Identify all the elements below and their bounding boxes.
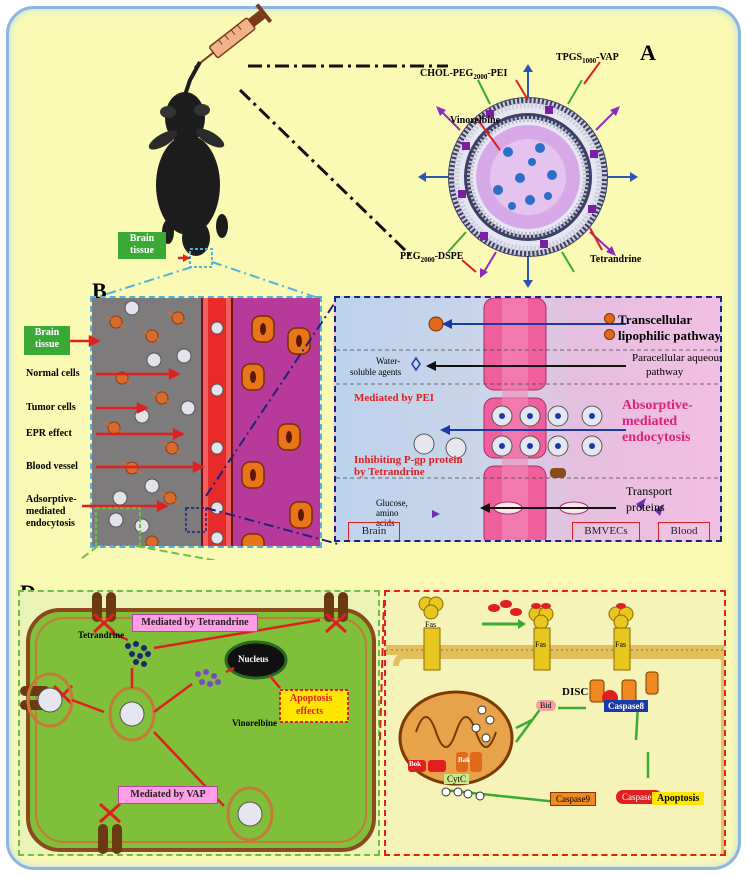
absorptive-label-2: mediated <box>622 414 678 429</box>
panel-e-illustration <box>386 596 724 854</box>
transcellular-text: Transcellular <box>618 312 693 327</box>
water-soluble-label-2: soluble agents <box>350 367 402 377</box>
blood-box: Blood <box>658 522 710 540</box>
fas-label-3: Fas <box>615 640 627 649</box>
tpgs-end: -VAP <box>596 52 619 63</box>
adsorptive-label-3: endocytosis <box>26 518 75 529</box>
tpgs-vap-label: TPGS1000-VAP <box>556 52 619 65</box>
adsorptive-label-1: Adsorptive- <box>26 494 77 505</box>
mediated-tetrandrine-box: Mediated by Tetrandrine <box>132 614 258 632</box>
panel-d-illustration <box>20 592 376 854</box>
chol-part: CHOL-PEG <box>420 68 474 79</box>
lipophilic-dot <box>604 329 615 340</box>
syringe-icon <box>193 3 273 69</box>
inhibiting-label-1: Inhibiting P-gp protein <box>354 454 463 466</box>
fas-label-1: Fas <box>425 620 437 629</box>
transcellular-label: Transcellular <box>604 312 692 328</box>
tpgs-part: TPGS <box>556 52 583 63</box>
peg-part: PEG <box>400 251 421 262</box>
glucose-label-2: amino <box>376 508 399 518</box>
inhibiting-label-2: by Tetrandrine <box>354 466 425 478</box>
apoptosis-e-label: Apoptosis <box>652 792 705 805</box>
tpgs-sub: 1000 <box>582 57 597 65</box>
tumor-cells-label: Tumor cells <box>26 402 76 413</box>
tetrandrine-d-label: Tetrandrine <box>78 630 125 640</box>
mouse-icon <box>148 61 228 256</box>
peg-dspe-label: PEG2000-DSPE <box>400 251 463 264</box>
chol-peg-pei-label: CHOL-PEG2000-PEI <box>420 68 507 81</box>
panel-c: Transcellular lipophilic pathway Water- … <box>334 296 722 542</box>
panel-e: Fas Fas Fas DISC Bid Caspase8 Bok Bak Cy… <box>384 590 726 856</box>
apoptosis-d-label-1: Apoptosis <box>290 693 333 704</box>
lipophilic-label: lipophilic pathway <box>604 328 721 344</box>
brain-box: Brain <box>348 522 400 540</box>
fas-label-2: Fas <box>535 640 547 649</box>
vinorelbine-label: Vinorelbine <box>450 115 501 126</box>
brain-tissue-box-b: Brain tissue <box>24 326 70 355</box>
bmvecs-box: BMVECs <box>572 522 640 540</box>
mediated-pei-label: Mediated by PEI <box>354 392 435 404</box>
disc-label: DISC <box>562 686 589 698</box>
absorptive-label-1: Absorptive- <box>622 398 693 413</box>
transport-label-2: proteins <box>626 500 665 514</box>
tetrandrine-label: Tetrandrine <box>590 254 642 265</box>
bok-label: Bok <box>409 760 422 768</box>
transport-label-1: Transport <box>626 484 673 498</box>
top-illustration <box>93 3 638 299</box>
bak-label: Bak <box>458 756 471 764</box>
water-soluble-label-1: Water- <box>376 356 401 366</box>
caspase3-label: Caspase3 <box>616 790 662 804</box>
brain-tissue-box-top: Brain tissue <box>118 232 166 259</box>
paracellular-pathway-label: pathway <box>646 366 684 378</box>
epr-effect-label: EPR effect <box>26 428 72 439</box>
vinorelbine-d-label: Vinorelbine <box>232 718 278 728</box>
panel-d: Mediated by Tetrandrine Tetrandrine Nucl… <box>18 590 380 856</box>
cytc-label: CytC <box>444 774 470 784</box>
paracellular-label: Paracellular aqueous <box>632 352 722 364</box>
glucose-label-1: Glucose, <box>376 498 408 508</box>
apoptosis-d-label-2: effects <box>296 706 324 717</box>
panel-label-a: A <box>640 40 656 65</box>
transcellular-dot <box>604 313 615 324</box>
panel-b-arrows <box>70 297 339 560</box>
glucose-label-3: acids <box>376 518 395 528</box>
absorptive-label-3: endocytosis <box>622 430 691 445</box>
mediated-vap-box: Mediated by VAP <box>118 786 218 804</box>
blood-vessel-label: Blood vessel <box>26 461 78 472</box>
peg-sub: 2000 <box>420 256 435 264</box>
chol-end: -PEI <box>487 68 508 79</box>
caspase8-label: Caspase8 <box>604 700 649 712</box>
peg-end: -DSPE <box>434 251 464 262</box>
lipophilic-text: lipophilic pathway <box>618 328 721 343</box>
adsorptive-label-2: mediated <box>26 506 66 517</box>
panel-b-illustration <box>92 298 320 546</box>
panel-c-illustration <box>336 298 720 540</box>
chol-sub: 2000 <box>473 73 488 81</box>
normal-cells-label: Normal cells <box>26 368 80 379</box>
caspase9-label: Caspase9 <box>550 792 596 806</box>
bid-label: Bid <box>536 700 556 711</box>
nucleus-label: Nucleus <box>238 654 269 664</box>
panel-b <box>90 296 322 548</box>
